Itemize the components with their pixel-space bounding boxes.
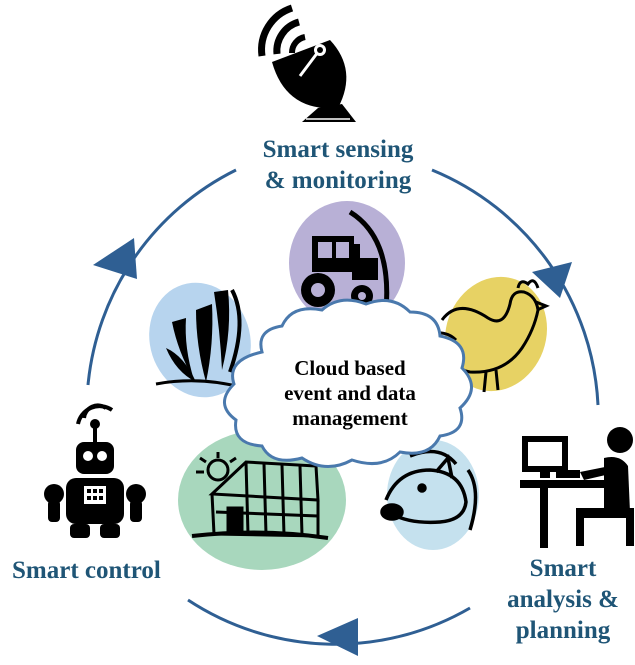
greenhouse-group [178, 430, 346, 570]
pig-group [380, 440, 479, 550]
corn-group [149, 282, 251, 398]
pig-bg [387, 440, 479, 550]
arc-sensing-to-analysis [431, 168, 600, 406]
tractor-icon [290, 209, 392, 318]
robot-icon [44, 403, 146, 538]
smart-analysis-line2: analysis & [507, 586, 619, 613]
smart-analysis-label: Smart analysis & planning [488, 553, 635, 646]
cloud-text-line3: management [292, 406, 408, 430]
cloud-shape [223, 298, 473, 468]
smart-sensing-line2: & monitoring [264, 167, 412, 194]
corn-icon [155, 289, 245, 390]
cloud-management-text: Cloud based event and data management [250, 356, 450, 431]
arrowhead-right [532, 262, 572, 298]
smart-sensing-label: Smart sensing & monitoring [218, 134, 458, 196]
chicken-bg [444, 276, 548, 392]
cloud-text-line1: Cloud based [294, 356, 406, 380]
smart-control-label: Smart control [12, 557, 161, 584]
arrowhead-left [93, 238, 137, 279]
smart-analysis-line3: planning [515, 617, 611, 644]
satellite-dish-icon [258, 4, 356, 122]
cloud-text-line2: event and data [284, 381, 416, 405]
greenhouse-icon [191, 452, 329, 540]
person-at-computer-icon [520, 427, 634, 548]
smart-sensing-line1: Smart sensing [262, 136, 414, 163]
chicken-group [427, 276, 550, 393]
tractor-group [289, 201, 405, 325]
arrowhead-bottom [317, 618, 358, 656]
arc-analysis-to-control [187, 598, 471, 646]
smart-analysis-line1: Smart [529, 555, 597, 582]
